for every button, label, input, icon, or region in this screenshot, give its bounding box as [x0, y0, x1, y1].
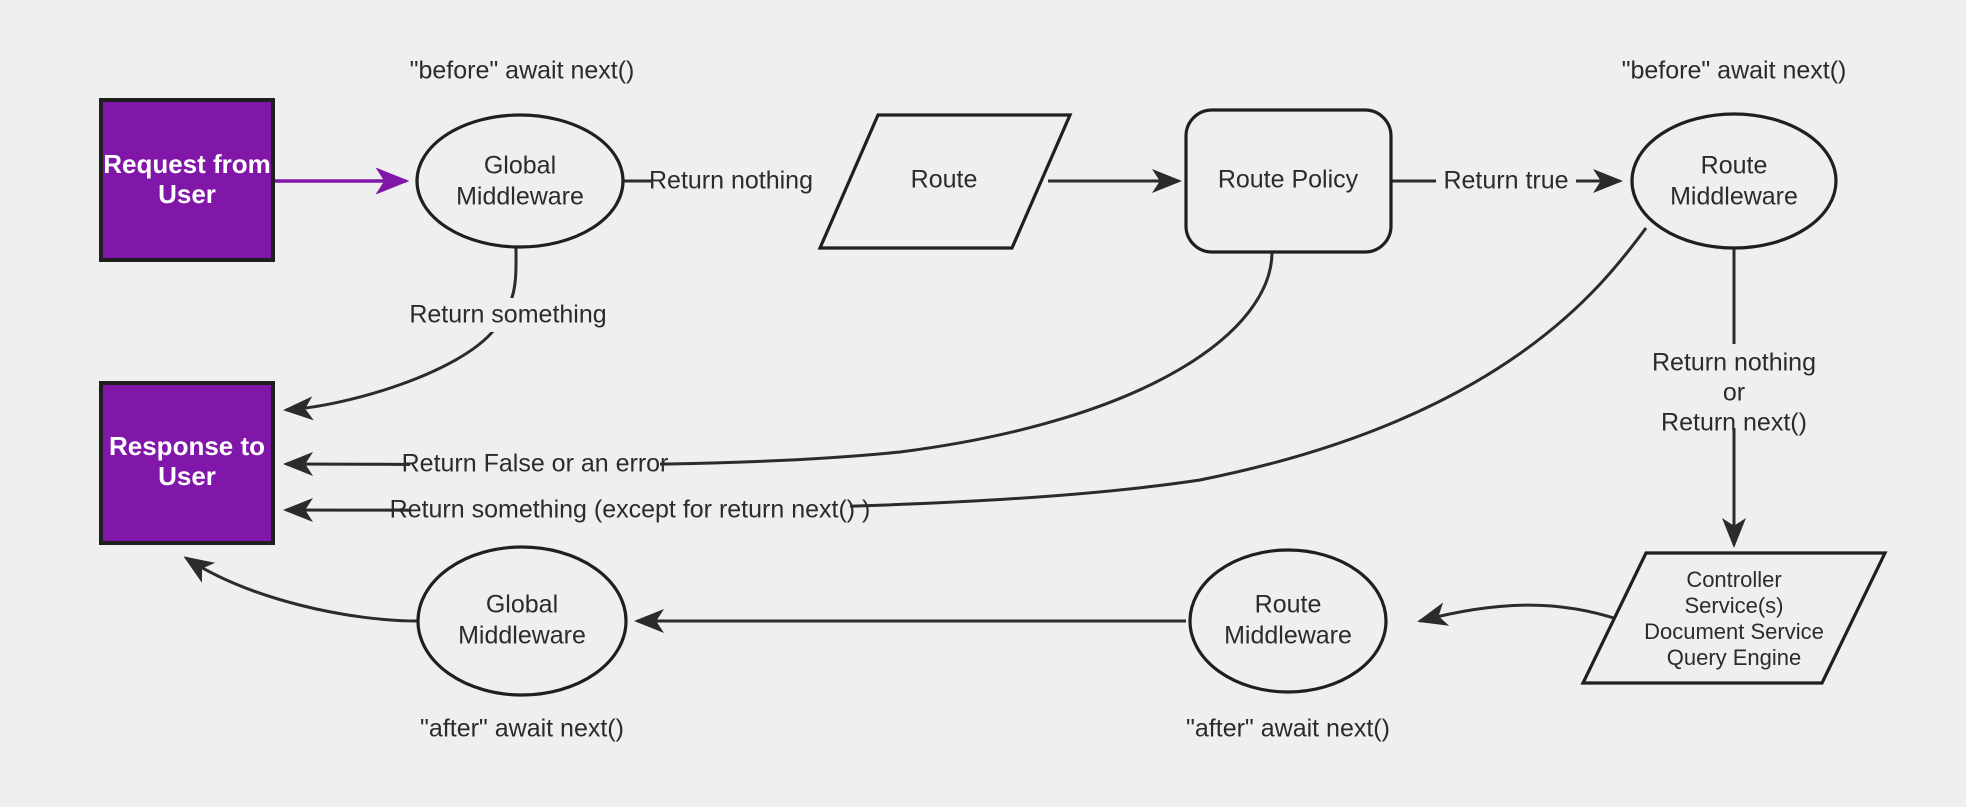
- controller-label-line2: Service(s): [1684, 593, 1783, 618]
- annotation-after-await-next-left: "after" await next(): [420, 715, 624, 743]
- global-middleware-after-label-line2: Middleware: [458, 622, 586, 650]
- edge-label-return-nothing-or-next: Return nothing or Return next(): [1650, 346, 1820, 437]
- node-route[interactable]: Route: [817, 113, 1073, 250]
- edge-global-middleware-return-something: [283, 245, 518, 421]
- svg-text:Return something: Return something: [409, 301, 606, 329]
- node-response-terminal[interactable]: Response to User: [99, 381, 275, 545]
- route-policy-label: Route Policy: [1218, 166, 1359, 194]
- route-label: Route: [911, 166, 978, 194]
- svg-text:Return something (except for r: Return something (except for return next…: [390, 496, 871, 524]
- controller-label-line3: Document Service: [1644, 619, 1824, 644]
- edge-label-return-something-except-next: Return something (except for return next…: [390, 494, 871, 528]
- node-route-middleware-before[interactable]: Route Middleware: [1630, 112, 1838, 250]
- global-middleware-before-label-line2: Middleware: [456, 183, 584, 211]
- svg-text:or: or: [1723, 379, 1745, 407]
- route-middleware-after-label-line2: Middleware: [1224, 622, 1352, 650]
- annotation-before-await-next-right: "before" await next(): [1622, 57, 1847, 85]
- edge-global-middleware-after-to-response: [183, 556, 419, 623]
- node-request-terminal[interactable]: Request from User: [99, 98, 275, 262]
- global-middleware-before-label-line1: Global: [484, 152, 556, 180]
- controller-label-line4: Query Engine: [1667, 645, 1802, 670]
- request-terminal-label-line1: Request from: [103, 149, 271, 179]
- svg-text:Return nothing: Return nothing: [1652, 349, 1816, 377]
- route-middleware-before-label-line2: Middleware: [1670, 183, 1798, 211]
- svg-text:Return next(): Return next(): [1661, 409, 1807, 437]
- edge-label-return-something: Return something: [409, 298, 607, 332]
- svg-text:Return true: Return true: [1443, 167, 1568, 195]
- edge-route-policy-return-false: [283, 251, 1274, 477]
- edge-label-return-nothing: Return nothing: [649, 164, 833, 198]
- edge-label-return-false-or-error: Return False or an error: [402, 448, 669, 482]
- route-middleware-before-label-line1: Route: [1701, 152, 1768, 180]
- annotation-before-await-next-left: "before" await next(): [410, 57, 635, 85]
- controller-label-line1: Controller: [1686, 567, 1781, 592]
- node-route-policy[interactable]: Route Policy: [1184, 108, 1393, 254]
- response-terminal-label-line2: User: [158, 461, 216, 491]
- node-route-middleware-after[interactable]: Route Middleware: [1188, 548, 1388, 694]
- node-global-middleware-after[interactable]: Global Middleware: [416, 545, 628, 697]
- annotation-after-await-next-middle: "after" await next(): [1186, 715, 1390, 743]
- node-controller[interactable]: Controller Service(s) Document Service Q…: [1580, 551, 1888, 685]
- edge-label-return-true: Return true: [1436, 164, 1576, 198]
- svg-text:Return nothing: Return nothing: [649, 167, 813, 195]
- edge-controller-to-route-middleware-after: [1417, 602, 1621, 626]
- global-middleware-after-label-line1: Global: [486, 591, 558, 619]
- response-terminal-label-line1: Response to: [109, 431, 265, 461]
- request-terminal-label-line2: User: [158, 179, 216, 209]
- node-global-middleware-before[interactable]: Global Middleware: [415, 113, 625, 249]
- svg-text:Return False or an error: Return False or an error: [402, 450, 669, 478]
- route-middleware-after-label-line1: Route: [1255, 591, 1322, 619]
